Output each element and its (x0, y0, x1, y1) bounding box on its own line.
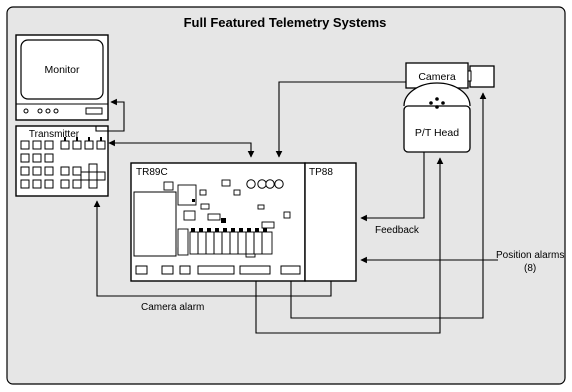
camera-alarm-link (93, 200, 332, 297)
monitor-knob-icon (23, 108, 29, 114)
tp88-label: TP88 (309, 167, 333, 178)
transmitter-control-link (108, 139, 255, 158)
lens-control-link (290, 92, 487, 319)
pt-head-label: P/T Head (415, 127, 459, 139)
pt-head: P/T Head (403, 82, 471, 153)
pt-head-joystick-icon (429, 97, 445, 109)
diagram-title: Full Featured Telemetry Systems (184, 15, 387, 30)
transmitter-label: Transmitter (29, 129, 80, 140)
position-alarms-label: Position alarms (496, 250, 564, 261)
monitor: Monitor (15, 34, 109, 121)
monitor-knob-icon (37, 108, 43, 114)
camera: Camera (405, 62, 495, 89)
monitor-knob-icon (53, 108, 59, 114)
feedback-link (360, 152, 425, 222)
camera-lens (469, 65, 495, 88)
monitor-label: Monitor (44, 64, 80, 76)
position-alarms-count: (8) (524, 263, 536, 274)
tr89c-label: TR89C (136, 167, 168, 178)
camera-video-link (275, 81, 406, 158)
pt-head-control-link (255, 157, 444, 334)
transmitter: Transmitter (15, 125, 109, 197)
monitor-transmitter-link (95, 98, 125, 132)
camera-alarm-label: Camera alarm (141, 302, 204, 313)
feedback-label: Feedback (375, 225, 420, 236)
camera-label: Camera (418, 71, 456, 83)
monitor-slot (85, 107, 103, 115)
tp88-box: TP88 (304, 162, 357, 282)
tr89c-board: TR89C (130, 162, 306, 282)
monitor-knob-icon (45, 108, 51, 114)
